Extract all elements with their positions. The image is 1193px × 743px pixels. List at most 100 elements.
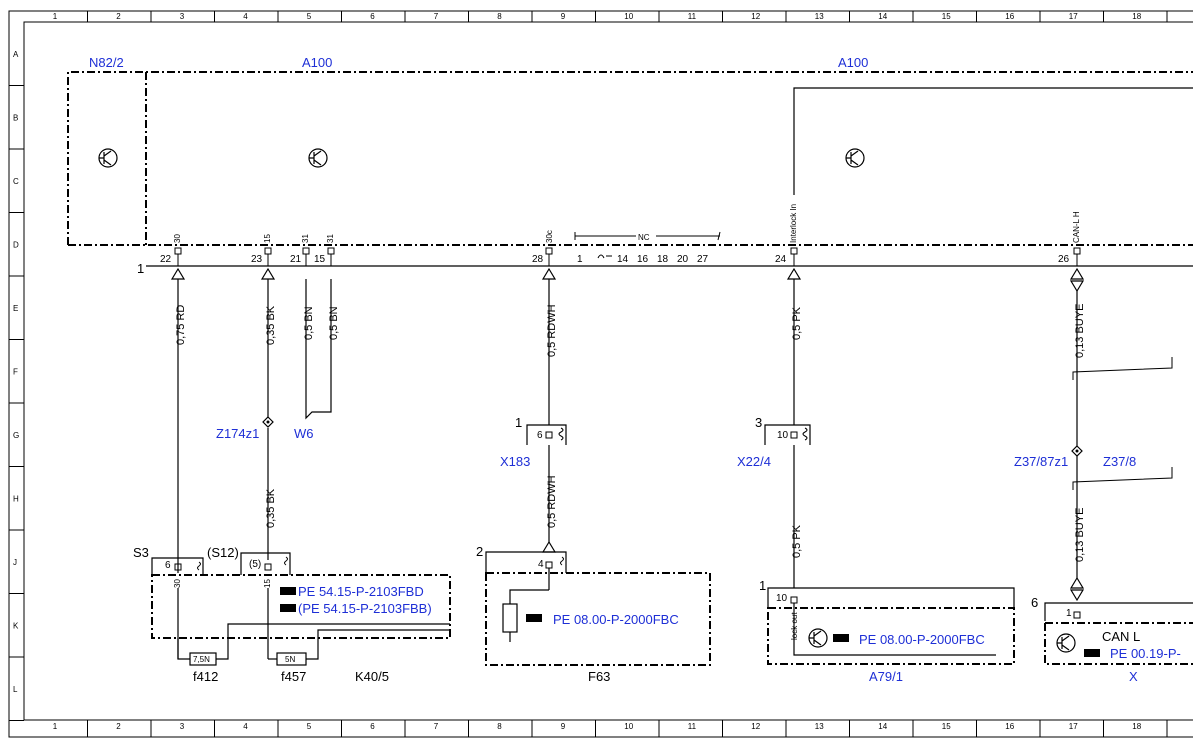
- pin-26: 26: [1058, 254, 1070, 265]
- k40-5-box: [151, 574, 451, 639]
- grid-row-E: E: [13, 304, 18, 313]
- grid-row-A: A: [13, 50, 19, 59]
- grid-col-4: 4: [243, 12, 248, 21]
- label-f412: f412: [193, 669, 218, 684]
- wire-label-7: 0,13 BUYE: [1074, 304, 1086, 358]
- x-box: [1044, 622, 1193, 665]
- grid-row-H: H: [13, 494, 19, 503]
- grid-row-D: D: [13, 240, 19, 249]
- label-x: X: [1129, 669, 1138, 684]
- transistor-icon-x: [1056, 633, 1076, 653]
- grid-col-14: 14: [878, 722, 887, 731]
- pin-22: 22: [160, 254, 172, 265]
- grid-col-2: 2: [116, 12, 121, 21]
- hand-pointer-icon: [833, 634, 849, 642]
- s12-pin: (5): [249, 559, 261, 570]
- connector-s3: [151, 557, 204, 575]
- wire-lines: [177, 279, 1078, 588]
- grid-col-8: 8: [497, 722, 502, 731]
- grid-col-4: 4: [243, 722, 248, 731]
- ref-pe-54-fbb[interactable]: (PE 54.15-P-2103FBB): [298, 601, 432, 616]
- z37-shield-bottom: [1072, 467, 1173, 490]
- hand-pointer-icon: [280, 587, 296, 595]
- label-n82: N82/2: [89, 55, 124, 70]
- pin-15: 15: [314, 254, 326, 265]
- wire-labels: 0,75 RD 0,35 BK 0,5 BN 0,5 BN 0,5 RDWH 0…: [175, 304, 1086, 562]
- interlock-line: [793, 87, 1193, 195]
- k40-terminal-30: 30: [173, 579, 182, 588]
- connector-x183: [526, 424, 567, 445]
- pin-28: 28: [532, 254, 544, 265]
- ref-pe-54-fbd[interactable]: PE 54.15-P-2103FBD: [298, 584, 424, 599]
- grid-col-13: 13: [815, 12, 824, 21]
- pin-18: 18: [657, 254, 669, 265]
- label-s3: S3: [133, 545, 149, 560]
- k40-terminal-15: 15: [263, 579, 272, 588]
- wire-label-6: 0,5 PK: [791, 306, 803, 340]
- nc-switch-icon: [597, 254, 612, 259]
- terminal-31a: 31: [301, 234, 310, 243]
- x22-number: 3: [755, 415, 762, 430]
- grid-col-2: 2: [116, 722, 121, 731]
- grid-col-7: 7: [434, 722, 439, 731]
- z37-shield-top: [1072, 357, 1173, 380]
- grid-col-17: 17: [1069, 722, 1078, 731]
- x22-pin: 10: [777, 430, 789, 441]
- fuse-f412-rating: 7,5N: [193, 655, 210, 664]
- fuse-f457-rating: 5N: [285, 655, 295, 664]
- x-number: 6: [1031, 595, 1038, 610]
- grid-col-16: 16: [1005, 722, 1014, 731]
- frame-outer: [8, 10, 1193, 738]
- wire-label-10: 0,5 PK: [791, 524, 803, 558]
- grid-col-5: 5: [307, 722, 312, 731]
- grid-col-12: 12: [751, 722, 760, 731]
- ref-pe-08-a79[interactable]: PE 08.00-P-2000FBC: [859, 632, 985, 647]
- fuse-f457: [276, 652, 307, 666]
- grid-col-3: 3: [180, 722, 185, 731]
- terminal-30: 30: [173, 234, 182, 243]
- grid-row-L: L: [13, 685, 18, 694]
- a100-box-outline: [67, 71, 1193, 245]
- terminal-30c: 30c: [545, 230, 554, 243]
- wire-label-4: 0,5 BN: [328, 306, 340, 340]
- grid-col-18: 18: [1132, 722, 1141, 731]
- transistor-icon-a79: [808, 628, 828, 648]
- terminal-canlh: CAN-L H: [1072, 211, 1081, 243]
- grid-col-5: 5: [307, 12, 312, 21]
- label-f63: F63: [588, 669, 610, 684]
- fuse-icon-f63: [502, 603, 518, 633]
- transistor-icon-a100-right: [845, 148, 865, 168]
- ref-pe-00-19[interactable]: PE 00.19-P-: [1110, 646, 1181, 661]
- a79-number: 1: [759, 578, 766, 593]
- hand-pointer-icon: [526, 614, 542, 622]
- can-l-label: CAN L: [1102, 629, 1140, 644]
- a79-1-box: [767, 607, 1015, 665]
- grid-col-15: 15: [942, 12, 951, 21]
- label-k40-5: K40/5: [355, 669, 389, 684]
- splice-icon-z37: [1071, 445, 1083, 457]
- grid-col-8: 8: [497, 12, 502, 21]
- connector-x: [1044, 602, 1193, 621]
- f63-pin: 4: [538, 559, 544, 570]
- connector-f63: [485, 551, 567, 573]
- terminal-15: 15: [263, 234, 272, 243]
- grid-col-9: 9: [561, 12, 566, 21]
- label-a100-right: A100: [838, 55, 868, 70]
- label-x183: X183: [500, 454, 530, 469]
- ref-pe-08-f63[interactable]: PE 08.00-P-2000FBC: [553, 612, 679, 627]
- wire-label-1: 0,75 RD: [175, 305, 187, 345]
- terminal-31b: 31: [326, 234, 335, 243]
- grid-col-14: 14: [878, 12, 887, 21]
- pin-21: 21: [290, 254, 302, 265]
- grid-col-17: 17: [1069, 12, 1078, 21]
- bus-number: 1: [137, 261, 144, 276]
- grid-col-6: 6: [370, 722, 375, 731]
- k40-internal-wiring: [177, 588, 450, 660]
- grid-col-6: 6: [370, 12, 375, 21]
- grid-col-18: 18: [1132, 12, 1141, 21]
- wire-label-5: 0,5 RDWH: [546, 304, 558, 357]
- a79-pin: 10: [776, 593, 788, 604]
